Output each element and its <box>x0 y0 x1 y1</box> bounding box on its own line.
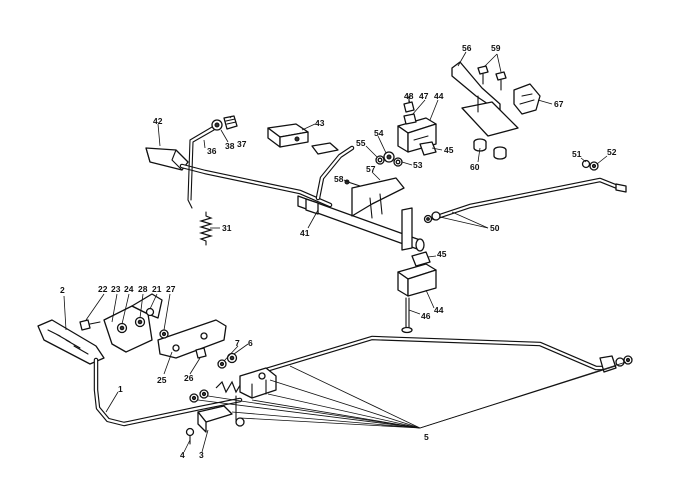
callout-44-lower: 44 <box>434 305 444 315</box>
callout-57: 57 <box>366 164 376 174</box>
callout-52: 52 <box>607 147 617 157</box>
callout-1: 1 <box>118 384 123 394</box>
callout-28: 28 <box>138 284 148 294</box>
part-59-bolt-b <box>495 71 507 91</box>
part-55-washer <box>375 155 385 165</box>
callout-53: 53 <box>413 160 423 170</box>
callout-54: 54 <box>374 128 384 138</box>
callout-50: 50 <box>490 223 500 233</box>
callout-46: 46 <box>421 311 431 321</box>
part-50-rod <box>431 177 627 221</box>
part-4-screw <box>185 427 195 445</box>
callout-3: 3 <box>199 450 204 460</box>
part-38-washer <box>211 119 223 131</box>
callout-25: 25 <box>157 375 167 385</box>
part-41-link-rod <box>315 145 355 201</box>
part-44-lower-block <box>397 263 437 297</box>
callout-27: 27 <box>166 284 176 294</box>
callout-48: 48 <box>404 91 414 101</box>
part-57-bracket <box>351 177 413 251</box>
part-60-cap-b <box>493 146 507 160</box>
part-43-cover-plate <box>311 142 339 155</box>
callout-41: 41 <box>300 228 310 238</box>
part-2-pedal <box>37 319 105 365</box>
callout-2: 2 <box>60 285 65 295</box>
callout-42: 42 <box>153 116 163 126</box>
lower-long-rod <box>263 335 613 373</box>
lower-clevis-block <box>239 367 277 399</box>
part-46-bolt <box>401 297 413 334</box>
part-67-clamp <box>513 83 541 115</box>
callout-67: 67 <box>554 99 564 109</box>
callout-36: 36 <box>207 146 217 156</box>
callout-6: 6 <box>248 338 253 348</box>
callout-24: 24 <box>124 284 134 294</box>
part-3-clip-plate <box>197 405 233 433</box>
callout-5: 5 <box>424 432 429 442</box>
callout-labels: 42 36 38 37 31 43 41 48 47 44 45 54 55 5… <box>60 43 617 460</box>
part-45-upper-clip <box>419 141 437 156</box>
callout-51: 51 <box>572 149 582 159</box>
part-27-washer <box>159 329 169 339</box>
part-54-nut <box>383 151 395 163</box>
callout-37: 37 <box>237 139 247 149</box>
part-53-washer <box>393 157 403 167</box>
part-43-cover <box>267 123 309 148</box>
part-52-clip <box>589 161 599 171</box>
part-45-lower-clip <box>411 251 431 267</box>
part-36-rod <box>187 126 215 209</box>
pedal-washers <box>189 389 209 403</box>
part-21-washer <box>145 307 155 317</box>
callout-4: 4 <box>180 450 185 460</box>
part-6-washer <box>226 352 238 364</box>
part-51-washer <box>581 159 591 169</box>
callout-21: 21 <box>152 284 162 294</box>
part-41-cross-shaft <box>297 195 425 252</box>
callout-47: 47 <box>419 91 429 101</box>
part-37-bush <box>223 115 238 130</box>
part-41-control-rod <box>179 163 333 208</box>
callout-55: 55 <box>356 138 366 148</box>
callout-26: 26 <box>184 373 194 383</box>
callout-45-lower: 45 <box>437 249 447 259</box>
part-47-nut <box>403 113 417 125</box>
part-25-plate <box>157 319 227 359</box>
part-22-bolt <box>79 319 101 331</box>
part-59-bolt-a <box>477 65 489 85</box>
part-28-nut <box>134 316 146 328</box>
callout-60: 60 <box>470 162 480 172</box>
callout-7: 7 <box>235 338 240 348</box>
callout-59: 59 <box>491 43 501 53</box>
part-56-bracket <box>451 61 519 137</box>
callout-43: 43 <box>315 118 325 128</box>
callout-58: 58 <box>334 174 344 184</box>
callout-45-upper: 45 <box>444 145 454 155</box>
part-26-screw <box>195 347 207 359</box>
callout-38: 38 <box>225 141 235 151</box>
part-50-nut-washer <box>423 211 441 224</box>
part-60-cap-a <box>473 138 487 152</box>
callout-56: 56 <box>462 43 472 53</box>
callout-23: 23 <box>111 284 121 294</box>
part-31-spring <box>198 211 214 246</box>
part-7-washer <box>217 359 227 369</box>
callout-22: 22 <box>98 284 108 294</box>
part-1-pedal-arm <box>93 357 243 427</box>
part-24-washer <box>116 322 128 334</box>
part-58-screw <box>344 179 361 187</box>
callout-44-upper: 44 <box>434 91 444 101</box>
callout-31: 31 <box>222 223 232 233</box>
leader-lines <box>63 51 627 453</box>
